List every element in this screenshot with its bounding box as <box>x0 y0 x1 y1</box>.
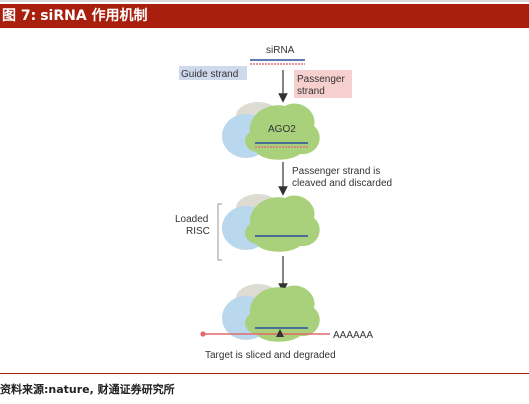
loaded-label-1: Loaded <box>175 214 208 225</box>
ago2-label: AGO2 <box>268 124 296 135</box>
polya-tail-label: AAAAAA <box>333 330 373 341</box>
figure-number: 图 7: <box>2 8 37 24</box>
target-complex <box>222 284 320 342</box>
ago2-protein-2 <box>245 195 320 252</box>
figure-title: siRNA 作用机制 <box>40 8 148 24</box>
sirna-mechanism-diagram: siRNA Guide strand Passenger strand AGO2… <box>0 28 529 373</box>
target-label: Target is sliced and degraded <box>205 350 336 361</box>
ago2-protein <box>245 103 320 160</box>
top-rule <box>0 0 529 2</box>
figure-title-bar: 图 7:siRNA 作用机制 <box>0 4 529 28</box>
sirna-label: siRNA <box>266 45 295 56</box>
slice-site-marker <box>276 329 284 337</box>
guide-strand-label-bg <box>179 66 247 80</box>
source-note: 资料来源:nature, 财通证券研究所 <box>0 381 529 399</box>
source-text: nature, 财通证券研究所 <box>48 383 175 396</box>
source-label: 资料来源: <box>0 383 49 396</box>
cleave-label-1: Passenger strand is <box>292 166 380 177</box>
bottom-rule <box>0 373 529 374</box>
loaded-risc-complex <box>222 194 320 252</box>
passenger-strand-label-2: strand <box>297 86 325 97</box>
ago2-complex: AGO2 <box>222 102 320 160</box>
passenger-strand-label-bg <box>294 70 352 98</box>
risc-bracket <box>217 203 222 261</box>
cleave-label-2: cleaved and discarded <box>292 178 392 189</box>
mrna-5prime-cap <box>200 331 206 337</box>
passenger-strand-label-1: Passenger <box>297 74 345 85</box>
guide-strand-label: Guide strand <box>181 69 238 80</box>
loaded-label-2: RISC <box>186 226 210 237</box>
